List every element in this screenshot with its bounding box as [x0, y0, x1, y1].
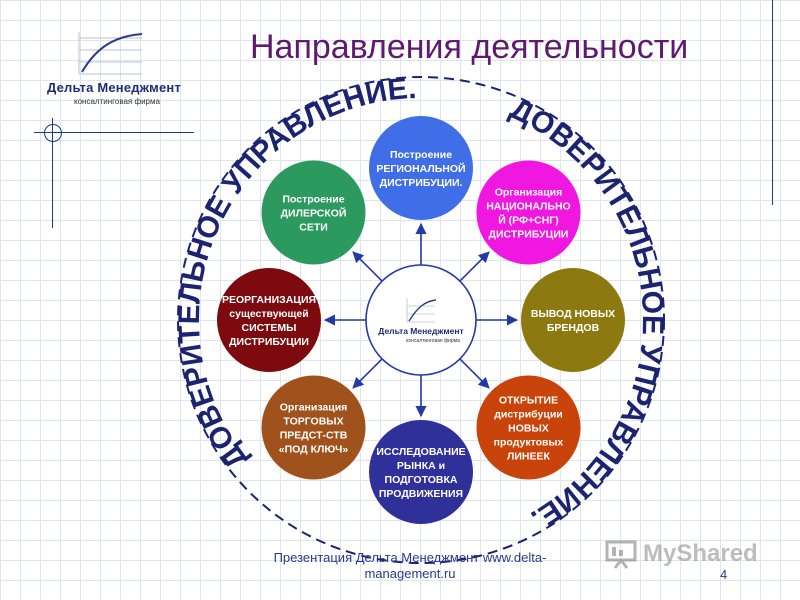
center-logo-name: Дельта Менеджмент — [378, 326, 463, 336]
arrow-new-lines — [459, 358, 490, 389]
node-reorg — [217, 268, 321, 372]
node-regional — [369, 116, 473, 220]
logo-name: Дельта Менеджмент — [46, 80, 182, 95]
center-logo-icon — [406, 298, 437, 323]
arrow-trade — [352, 358, 383, 389]
center-hub — [365, 264, 477, 376]
top-divider-line — [34, 132, 194, 133]
page-number: 4 — [720, 567, 728, 582]
dashed-outer-ring — [177, 76, 665, 564]
node-brands — [521, 268, 625, 372]
center-logo-subtitle: консалтинговая фирма — [406, 338, 460, 344]
arrow-dealer — [352, 251, 383, 282]
node-new-lines — [476, 375, 581, 480]
presentation-board-icon — [605, 540, 637, 569]
watermark-text: MyShared — [643, 540, 758, 567]
footer: Презентация Дельта Менеджмент www.delta-… — [250, 550, 570, 582]
left-vertical-line — [52, 118, 53, 228]
page-title: Направления деятельности — [250, 28, 689, 66]
footer-line-1: Презентация Дельта Менеджмент www.delta- — [273, 550, 547, 565]
node-national — [476, 160, 581, 265]
right-vertical-line — [772, 0, 773, 205]
footer-line-2: management.ru — [364, 566, 456, 581]
crosshair-circle — [44, 124, 62, 142]
node-dealer — [261, 160, 366, 265]
node-market — [369, 420, 473, 524]
watermark: MyShared — [605, 536, 775, 572]
company-logo: Дельта Менеджмент консалтинговая фирма — [34, 28, 194, 108]
node-trade — [261, 375, 366, 480]
logo-curve-icon — [78, 32, 143, 75]
arrow-national — [459, 251, 490, 282]
logo-subtitle: консалтинговая фирма — [74, 97, 160, 106]
